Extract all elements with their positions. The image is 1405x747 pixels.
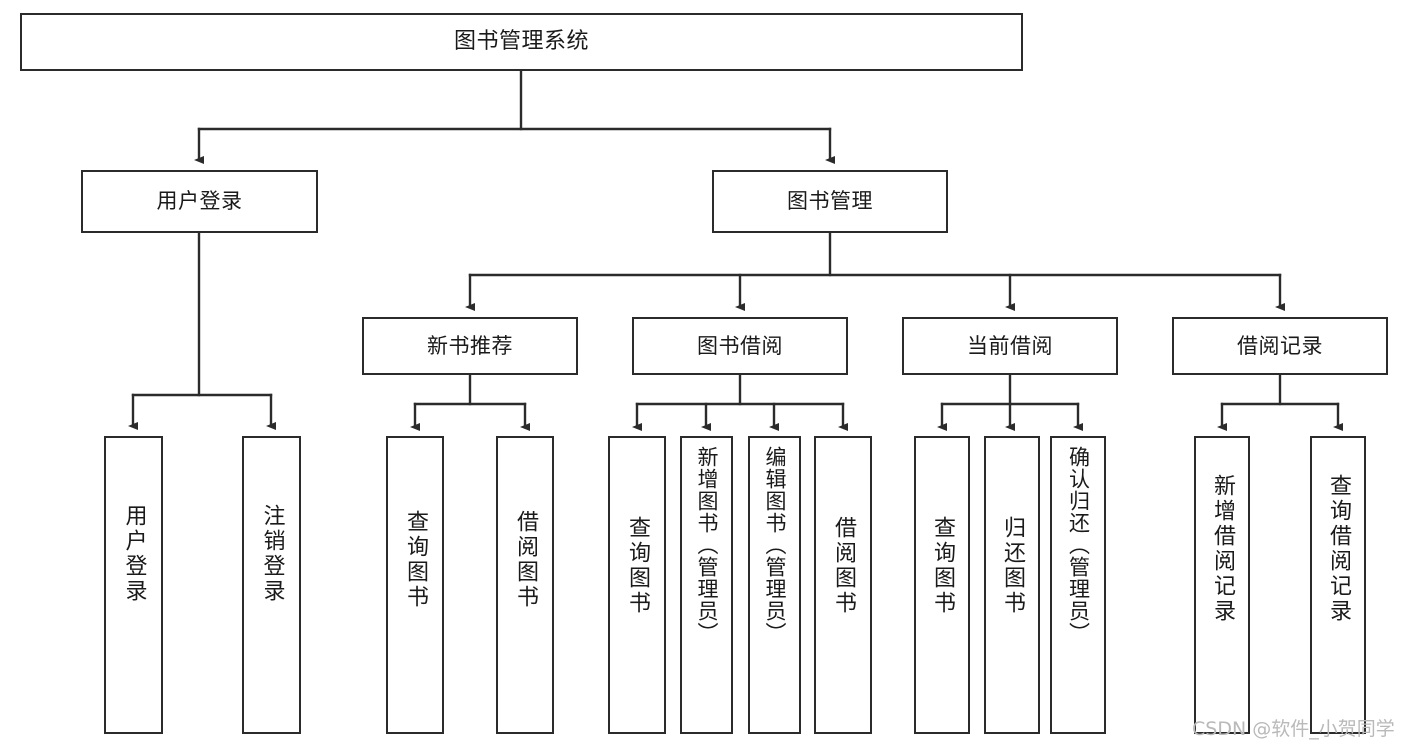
node-label: 新增图书（管理员）	[695, 446, 719, 644]
node-label: 查询图书	[930, 516, 955, 616]
node-label: 当前借阅	[967, 333, 1053, 358]
node-label: 借阅图书	[831, 516, 856, 616]
node-label: 图书管理	[787, 189, 873, 214]
leaf-confirm-return-admin[interactable]: 确认归还（管理员）	[1050, 436, 1106, 734]
leaf-borrow-book-borrowing[interactable]: 借阅图书	[814, 436, 872, 734]
node-label: 编辑图书（管理员）	[763, 446, 787, 644]
node-label: 注销登录	[259, 504, 285, 604]
node-book-borrowing[interactable]: 图书借阅	[632, 317, 848, 375]
node-label: 新增借阅记录	[1210, 474, 1235, 624]
node-label: 确认归还（管理员）	[1066, 446, 1091, 644]
leaf-return-book[interactable]: 归还图书	[984, 436, 1040, 734]
node-label: 新书推荐	[427, 333, 513, 358]
node-label: 借阅记录	[1237, 333, 1323, 358]
leaf-borrow-book-recommendation[interactable]: 借阅图书	[496, 436, 554, 734]
node-book-management[interactable]: 图书管理	[712, 170, 948, 233]
node-current-borrowing[interactable]: 当前借阅	[902, 317, 1118, 375]
node-user-login[interactable]: 用户登录	[81, 170, 318, 233]
leaf-query-book-borrowing[interactable]: 查询图书	[608, 436, 666, 734]
leaf-user-logout[interactable]: 注销登录	[242, 436, 301, 734]
node-root-book-management-system[interactable]: 图书管理系统	[20, 13, 1023, 71]
leaf-query-book-recommendation[interactable]: 查询图书	[386, 436, 444, 734]
leaf-user-login[interactable]: 用户登录	[104, 436, 163, 734]
node-label: 借阅图书	[513, 510, 538, 610]
leaf-add-borrowing-record[interactable]: 新增借阅记录	[1194, 436, 1250, 734]
leaf-query-book-current[interactable]: 查询图书	[914, 436, 970, 734]
node-label: 查询图书	[403, 510, 428, 610]
node-label: 查询图书	[625, 516, 650, 616]
node-label: 用户登录	[156, 189, 243, 214]
leaf-edit-book-admin[interactable]: 编辑图书（管理员）	[748, 436, 801, 734]
leaf-query-borrowing-record[interactable]: 查询借阅记录	[1310, 436, 1366, 734]
node-label: 图书管理系统	[453, 29, 589, 55]
csdn-watermark: CSDN @软件_小贺同学	[1192, 718, 1395, 740]
node-label: 用户登录	[121, 504, 147, 604]
leaf-add-book-admin[interactable]: 新增图书（管理员）	[680, 436, 733, 734]
node-label: 归还图书	[1000, 516, 1025, 616]
node-label: 图书借阅	[697, 333, 783, 358]
node-label: 查询借阅记录	[1326, 474, 1351, 624]
node-borrowing-record[interactable]: 借阅记录	[1172, 317, 1388, 375]
node-new-book-recommendation[interactable]: 新书推荐	[362, 317, 578, 375]
